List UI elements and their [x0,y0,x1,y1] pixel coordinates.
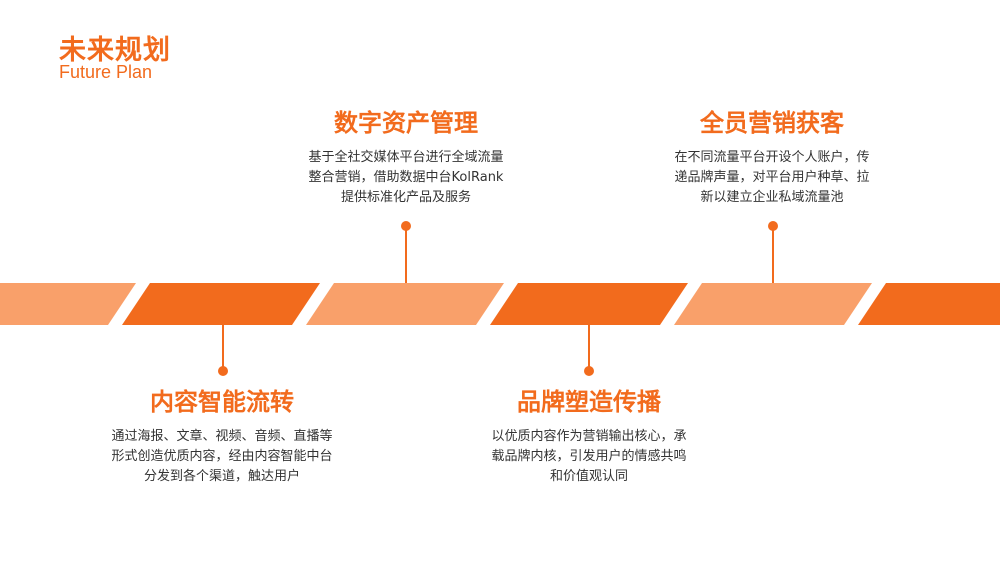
description-line: 提供标准化产品及服务 [340,190,471,205]
description-line: 载品牌内核，引发用户的情感共鸣 [491,449,687,464]
timeline-dot [584,366,594,376]
plan-item-title: 全员营销获客 [700,109,844,137]
timeline-connector [405,226,407,283]
timeline-band [0,283,1000,325]
description-line: 和价值观认同 [549,469,628,484]
page-subtitle: Future Plan [59,62,153,82]
description-line: 分发到各个渠道，触达用户 [143,469,300,484]
plan-item-title: 内容智能流转 [150,388,294,416]
timeline-connector [772,226,774,283]
plan-item-description: 通过海报、文章、视频、音频、直播等 形式创造优质内容，经由内容智能中台 分发到各… [72,427,372,487]
description-line: 基于全社交媒体平台进行全域流量 [308,150,504,165]
band-segment [0,283,136,325]
timeline-dot [218,366,228,376]
timeline-connector [222,325,224,370]
plan-item-description: 在不同流量平台开设个人账户，传 递品牌声量，对平台用户种草、拉 新以建立企业私域… [622,148,922,208]
plan-item-content-flow: 内容智能流转 通过海报、文章、视频、音频、直播等 形式创造优质内容，经由内容智能… [72,387,372,487]
band-segment [122,283,320,325]
band-segment [306,283,504,325]
plan-item-description: 以优质内容作为营销输出核心，承 载品牌内核，引发用户的情感共鸣 和价值观认同 [439,427,739,487]
timeline-connector [588,325,590,370]
description-line: 整合营销，借助数据中台KolRank [308,170,504,185]
band-segment [490,283,688,325]
plan-item-title: 数字资产管理 [334,109,478,137]
plan-item-all-staff-marketing: 全员营销获客 在不同流量平台开设个人账户，传 递品牌声量，对平台用户种草、拉 新… [622,108,922,208]
plan-item-description: 基于全社交媒体平台进行全域流量 整合营销，借助数据中台KolRank 提供标准化… [256,148,556,208]
description-line: 以优质内容作为营销输出核心，承 [491,429,687,444]
band-segment [858,283,1000,325]
plan-item-brand-building: 品牌塑造传播 以优质内容作为营销输出核心，承 载品牌内核，引发用户的情感共鸣 和… [439,387,739,487]
description-line: 递品牌声量，对平台用户种草、拉 [674,170,870,185]
page-title: 未来规划 [59,35,171,66]
plan-item-title: 品牌塑造传播 [517,388,661,416]
description-line: 形式创造优质内容，经由内容智能中台 [111,449,333,464]
band-segment [674,283,872,325]
description-line: 通过海报、文章、视频、音频、直播等 [111,429,333,444]
plan-item-digital-assets: 数字资产管理 基于全社交媒体平台进行全域流量 整合营销，借助数据中台KolRan… [256,108,556,208]
description-line: 新以建立企业私域流量池 [700,190,844,205]
description-line: 在不同流量平台开设个人账户，传 [674,150,870,165]
